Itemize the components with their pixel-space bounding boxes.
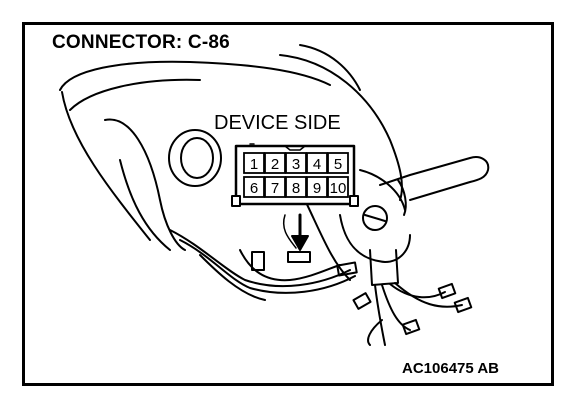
pin-number-2: 2: [271, 156, 279, 173]
pin-cavity-7: [264, 176, 286, 198]
view-label: DEVICE SIDE: [214, 112, 341, 134]
pin-number-8: 8: [292, 180, 300, 197]
pin-cavity-10: [327, 176, 349, 198]
figure-code: AC106475 AB: [402, 360, 499, 377]
pin-cavity-8: [285, 176, 307, 198]
pin-number-4: 4: [313, 156, 321, 173]
pin-number-5: 5: [334, 156, 342, 173]
pin-cavity-5: [327, 152, 349, 174]
connector-title: CONNECTOR: C-86: [52, 32, 230, 53]
pin-cavity-1: [243, 152, 265, 174]
pin-cavity-6: [243, 176, 265, 198]
pin-number-10: 10: [330, 180, 347, 197]
pin-cavity-9: [306, 176, 328, 198]
pin-number-3: 3: [292, 156, 300, 173]
pin-cavity-4: [306, 152, 328, 174]
pin-number-6: 6: [250, 180, 258, 197]
pin-cavity-2: [264, 152, 286, 174]
pin-number-1: 1: [250, 156, 258, 173]
diagram-frame: [22, 22, 554, 386]
pin-number-7: 7: [271, 180, 279, 197]
pin-cavity-3: [285, 152, 307, 174]
pin-number-9: 9: [313, 180, 321, 197]
